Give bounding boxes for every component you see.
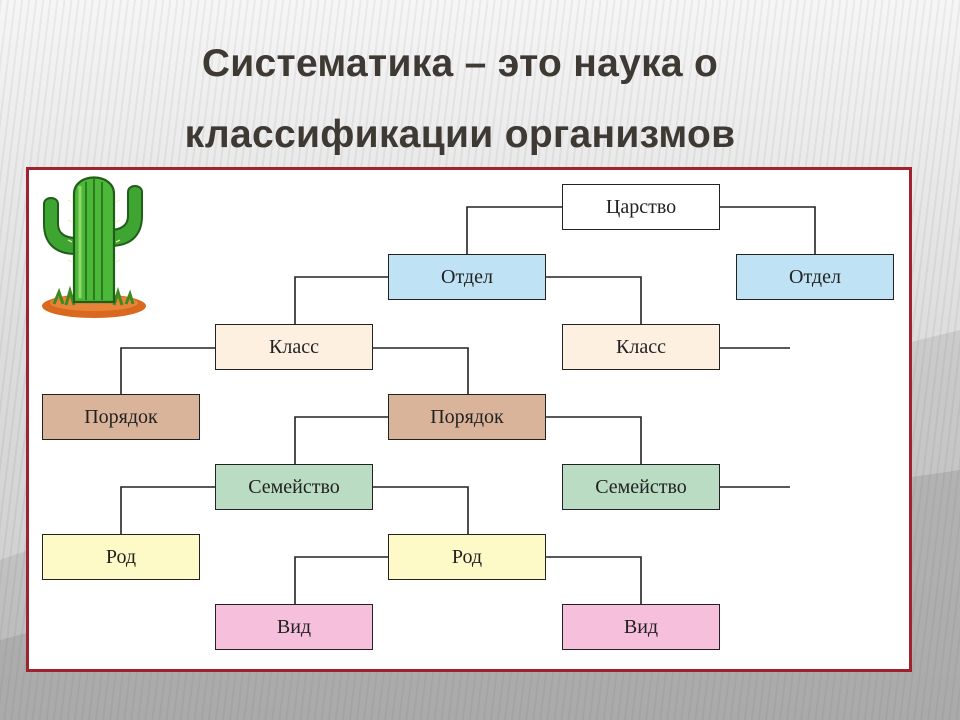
node-order-right: Порядок [388, 394, 546, 440]
node-family-right: Семейство [562, 464, 720, 510]
node-division-right: Отдел [736, 254, 894, 300]
node-order-left: Порядок [42, 394, 200, 440]
node-family-left: Семейство [215, 464, 373, 510]
node-class-left: Класс [215, 324, 373, 370]
node-division-left: Отдел [388, 254, 546, 300]
page-title-line-2: классификации организмов [184, 113, 736, 156]
node-kingdom: Царство [562, 184, 720, 230]
node-species-right: Вид [562, 604, 720, 650]
node-class-right: Класс [562, 324, 720, 370]
node-genus-left: Род [42, 534, 200, 580]
node-genus-right: Род [388, 534, 546, 580]
cactus-icon [42, 176, 146, 318]
node-species-left: Вид [215, 604, 373, 650]
page-title-line-1: Систематика – это наука о [201, 42, 719, 85]
